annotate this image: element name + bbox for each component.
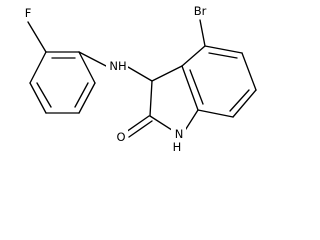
ring-nh-label-bg <box>171 127 186 154</box>
bond-benzene-double-a <box>208 52 238 59</box>
ring-nh-hydrogen-label: H <box>173 140 182 154</box>
bond-n1-c7a <box>183 109 199 133</box>
bond-c2-o-a <box>125 115 150 133</box>
bond-ring-2 <box>78 51 96 84</box>
bond-c4-c5 <box>204 45 243 54</box>
chemical-structure-diagram: F NH Br O N H <box>21 3 257 154</box>
amine-label: NH <box>109 59 126 73</box>
bond-f-ring <box>27 21 47 53</box>
carbonyl-oxygen-label: O <box>116 130 125 144</box>
bond-c2-o-b <box>128 120 153 138</box>
bond-c3-c2 <box>149 80 153 117</box>
bond-benzene-double-c <box>189 69 204 105</box>
fluorine-label-bg <box>21 6 35 20</box>
bromine-label-bg <box>188 3 212 18</box>
atom-labels: F NH Br O N H <box>21 3 212 154</box>
bond-c2-n1 <box>149 115 176 133</box>
fluorine-label: F <box>25 6 32 20</box>
bond-ring-3 <box>78 82 96 114</box>
indolinone-core <box>125 19 257 138</box>
ring-nitrogen-label: N <box>175 127 184 141</box>
bond-c5-c6 <box>241 52 257 91</box>
bond-c7a-c3a <box>181 65 199 111</box>
bond-ring-nh <box>78 51 109 68</box>
fluorophenyl-ring <box>27 21 96 114</box>
bond-ring-6 <box>29 51 47 84</box>
oxygen-label-bg <box>114 129 128 144</box>
bond-c3a-c4 <box>181 45 206 67</box>
amine-label-bg <box>106 58 128 73</box>
bond-ring-double-c <box>36 82 52 108</box>
bond-nh-c3 <box>127 66 153 82</box>
bond-benzene-double-b <box>229 89 250 112</box>
bond-c7-c7a <box>197 109 234 118</box>
bromine-label: Br <box>194 4 207 18</box>
bond-c4-br <box>199 19 206 47</box>
bond-ring-double-b <box>74 82 89 108</box>
amine-linker <box>78 51 153 82</box>
bond-ring-5 <box>29 82 47 114</box>
bond-c6-c7 <box>232 89 257 118</box>
bond-c3-c3a <box>151 65 183 82</box>
